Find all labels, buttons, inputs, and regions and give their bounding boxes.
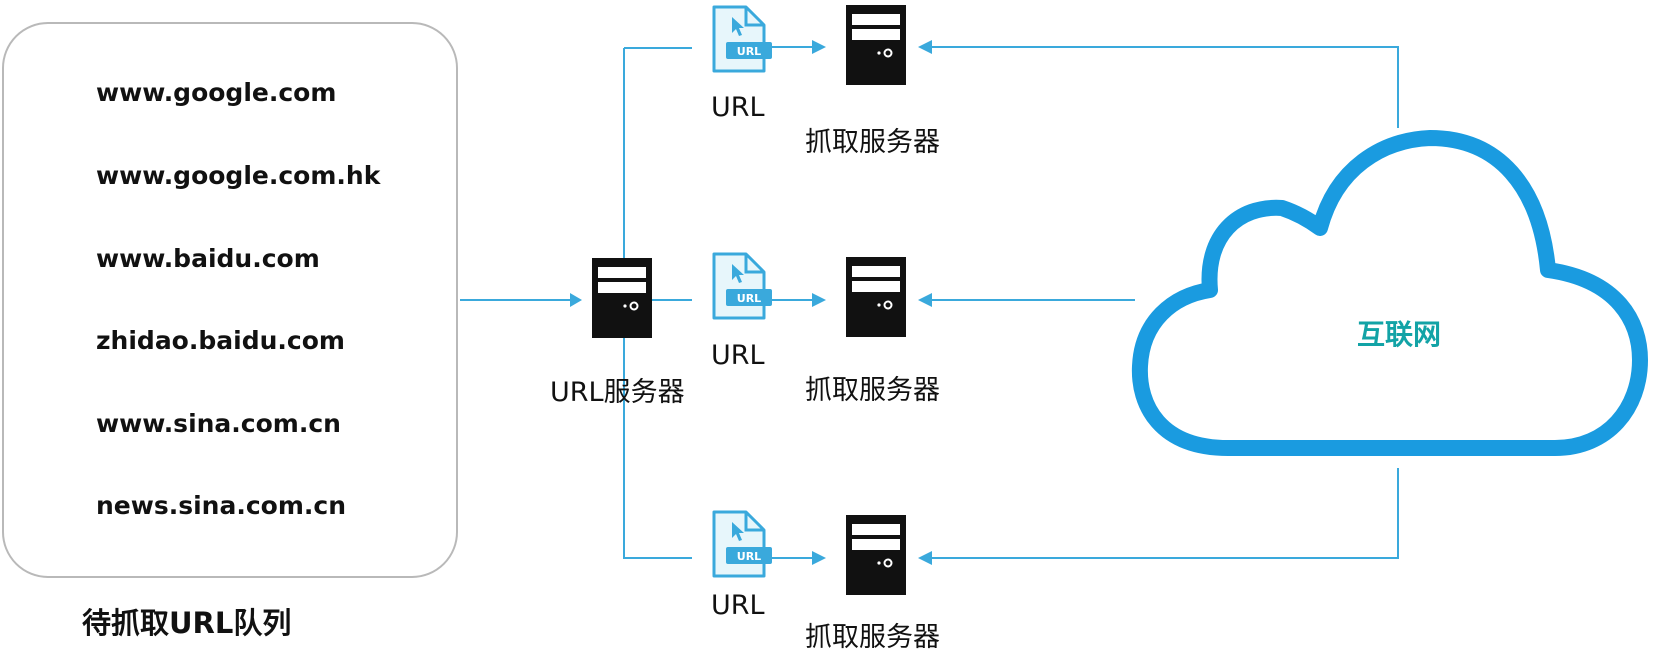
url-file-icon-middle: URL [712, 252, 772, 320]
cloud-to-top-line [932, 46, 1399, 128]
url-server-trunk-line [623, 47, 692, 559]
arrow-right-icon [812, 40, 826, 54]
url-server-label: URL服务器 [550, 377, 685, 408]
cloud-label: 互联网 [1357, 318, 1442, 351]
queue-url-item: www.google.com.hk [96, 161, 381, 190]
queue-url-item: zhidao.baidu.com [96, 326, 345, 355]
cloud-icon [1131, 130, 1648, 456]
url-file-icon-top: URL [712, 5, 772, 73]
fetch-server-label: 抓取服务器 [805, 127, 940, 158]
arrow-right-icon [570, 293, 582, 307]
url-file-icon-text: URL [737, 45, 761, 58]
url-file-label: URL [711, 590, 765, 621]
url-server-icon [591, 257, 653, 339]
queue-caption: 待抓取URL队列 [82, 606, 292, 640]
arrow-left-icon [918, 293, 932, 307]
queue-url-item: www.google.com [96, 78, 337, 107]
queue-url-item: news.sina.com.cn [96, 491, 346, 520]
url-queue-box [2, 22, 458, 578]
url-file-icon-text: URL [737, 550, 761, 563]
queue-url-item: www.baidu.com [96, 244, 320, 273]
queue-url-item: www.sina.com.cn [96, 409, 341, 438]
fetch-server-icon-top [845, 4, 907, 86]
fetch-server-icon-middle [845, 256, 907, 338]
arrow-right-icon [812, 551, 826, 565]
arrow-left-icon [918, 551, 932, 565]
fetch-server-label: 抓取服务器 [805, 622, 940, 653]
fetch-server-label: 抓取服务器 [805, 375, 940, 406]
fetch-server-icon-bottom [845, 514, 907, 596]
url-file-icon-text: URL [737, 292, 761, 305]
url-file-label: URL [711, 340, 765, 371]
url-file-label: URL [711, 92, 765, 123]
arrow-left-icon [918, 40, 932, 54]
url-file-icon-bottom: URL [712, 510, 772, 578]
arrow-right-icon [812, 293, 826, 307]
cloud-to-bottom-line [932, 468, 1399, 559]
